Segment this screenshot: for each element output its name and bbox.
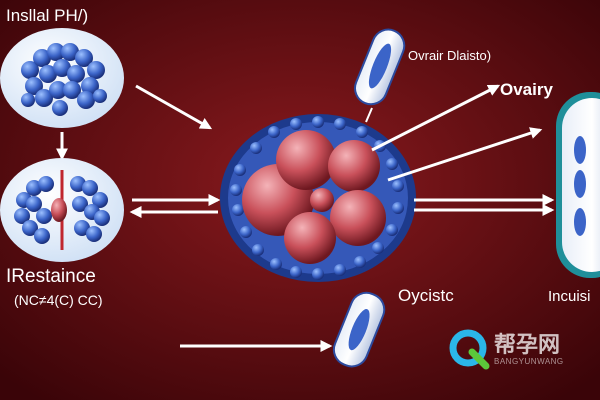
label-oycistc: Oycistc (398, 286, 454, 305)
label-incusis: Incuisi (548, 288, 591, 305)
capsule-bottom (332, 291, 386, 368)
label-ovary: Ovairy (500, 80, 553, 99)
arrow-pair-left (129, 194, 221, 218)
label-capsule-top: Ovrair Dlaisto) (408, 48, 492, 63)
capsule-right (556, 92, 600, 278)
label-formula: (NC≠4(C) CC) (14, 292, 103, 308)
watermark-cn: 帮孕网 (494, 331, 561, 357)
watermark-en: BANGYUNWANG (494, 356, 564, 366)
capsule-stem (365, 107, 373, 123)
insulin-cluster (0, 28, 124, 128)
capsule-top (354, 28, 406, 106)
arrows-right (371, 84, 555, 216)
q-logo-icon (449, 329, 490, 370)
watermark: 帮孕网 BANGYUNWANG (448, 328, 564, 370)
label-top-left: Insllal PH/) (6, 6, 89, 25)
resistance-cluster (0, 158, 124, 262)
ovary-follicle (220, 114, 416, 282)
label-resistance: IRestaince (6, 266, 96, 287)
arrow-diagonal (135, 84, 213, 130)
